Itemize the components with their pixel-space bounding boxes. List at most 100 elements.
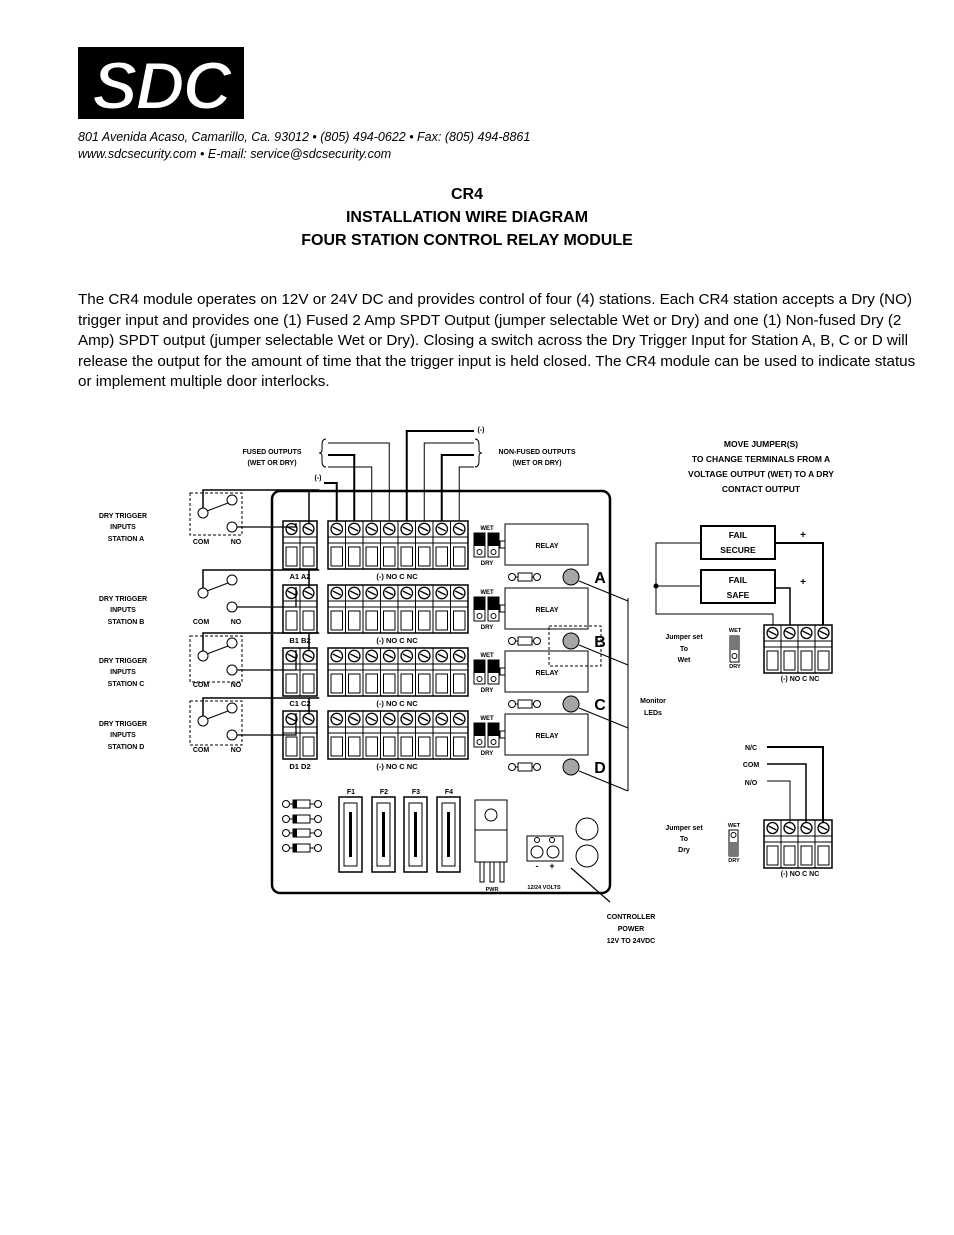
no-wire [767, 780, 791, 822]
com-wire [202, 569, 320, 588]
terminal-clamp [348, 673, 361, 694]
screw-slot [402, 526, 412, 532]
jumper-cap [488, 723, 499, 736]
lock-return-wire [655, 542, 701, 587]
no-contact [226, 601, 238, 613]
dry-label: DRY [728, 858, 740, 864]
terminal-clamp [453, 610, 466, 631]
com-label: COM [193, 682, 210, 689]
inputs-label: INPUTS [110, 669, 136, 676]
no-wire [237, 523, 297, 528]
terminal-clamp [435, 736, 448, 757]
trigger-terminal-labels: B1 B2 [289, 636, 310, 645]
diode-band [293, 800, 297, 808]
screw-slot [287, 590, 296, 596]
svg-text:SDC: SDC [92, 48, 232, 119]
screw-slot [768, 630, 777, 636]
jumper-cap [729, 842, 738, 856]
nc-wire [767, 746, 824, 822]
move-jumper-note: TO CHANGE TERMINALS FROM A [692, 454, 830, 464]
intro-paragraph: The CR4 module operates on 12V or 24V DC… [78, 291, 916, 391]
screw-slot [454, 526, 464, 532]
monitor-led-b [562, 632, 580, 650]
plus-label: + [800, 577, 806, 588]
plus-label: + [800, 530, 806, 541]
terminal-clamp [330, 673, 343, 694]
jumper-cap [488, 660, 499, 673]
jumper-wet-label: Jumper set [665, 634, 703, 641]
dry-label: DRY [481, 751, 493, 757]
terminal-clamp [800, 650, 813, 671]
resistor-lead [508, 700, 516, 708]
example-terminal-block [763, 819, 833, 869]
station-label: STATION C [108, 681, 145, 688]
terminal-clamp [400, 673, 413, 694]
terminal-clamp [453, 546, 466, 567]
resistor-icon [517, 699, 533, 709]
led-pointer [578, 580, 629, 602]
resistor-lead [533, 763, 541, 771]
screw-slot [349, 653, 359, 659]
screw-slot [384, 590, 394, 596]
address-line: 801 Avenida Acaso, Camarillo, Ca. 93012 … [78, 130, 531, 144]
jumper-pin [476, 676, 483, 682]
jumper-dry-label: Jumper set [665, 825, 703, 832]
fail-safe-label: SAFE [727, 590, 750, 600]
com-contact [197, 587, 209, 599]
jumper-cap [474, 660, 485, 673]
switch-lever [206, 582, 229, 592]
output-terminal-block [327, 520, 469, 570]
terminal-clamp [400, 610, 413, 631]
diode-band [293, 844, 297, 852]
screw-slot [349, 526, 359, 532]
resistor-icon [517, 572, 533, 582]
terminal-clamp [766, 845, 779, 866]
fail-secure-wire [775, 542, 824, 627]
voltage-regulator [474, 829, 508, 863]
diode-lead [314, 844, 322, 852]
fused-nc-wire [328, 442, 390, 523]
led-pointer [578, 770, 629, 792]
fuse-label: F3 [412, 789, 420, 796]
model-title: CR4 [450, 186, 483, 203]
wet-label: WET [480, 526, 494, 532]
screw-slot [304, 716, 313, 722]
example-terminal-block [763, 624, 833, 674]
terminal-clamp [365, 546, 378, 567]
switch-lever [206, 645, 229, 655]
terminal-clamp [365, 610, 378, 631]
com-contact [197, 650, 209, 662]
screw-slot [367, 526, 377, 532]
com-contact [197, 507, 209, 519]
no-label: NO [231, 539, 242, 546]
no-wire [237, 650, 297, 671]
controller-power-label: POWER [618, 926, 644, 933]
terminal-clamp [285, 546, 298, 567]
brace-icon [318, 438, 327, 468]
fuse-label: F2 [380, 789, 388, 796]
com-label: COM [193, 539, 210, 546]
jumper-pin [490, 676, 497, 682]
fused-negative-label: (-) [315, 475, 322, 482]
jumper-cap [474, 533, 485, 546]
screw-slot [367, 590, 377, 596]
terminal-clamp [817, 650, 830, 671]
fail-safe-label: FAIL [729, 575, 747, 585]
terminal-hole [534, 837, 540, 843]
com-label: COM [193, 619, 210, 626]
com-contact [197, 715, 209, 727]
fused-outputs-label: FUSED OUTPUTS [242, 449, 301, 456]
regulator-pin [479, 861, 485, 883]
screw-slot [454, 716, 464, 722]
web-line: www.sdcsecurity.com • E-mail: service@sd… [78, 147, 392, 161]
no-label: NO [231, 619, 242, 626]
diode-lead [282, 815, 290, 823]
screw-slot [384, 716, 394, 722]
jumper-pin [490, 739, 497, 745]
relay-tab [499, 604, 506, 613]
resistor-icon [517, 636, 533, 646]
terminal-clamp [418, 736, 431, 757]
station-label: STATION D [108, 744, 145, 751]
screw-slot [437, 716, 447, 722]
monitor-led-d [562, 758, 580, 776]
